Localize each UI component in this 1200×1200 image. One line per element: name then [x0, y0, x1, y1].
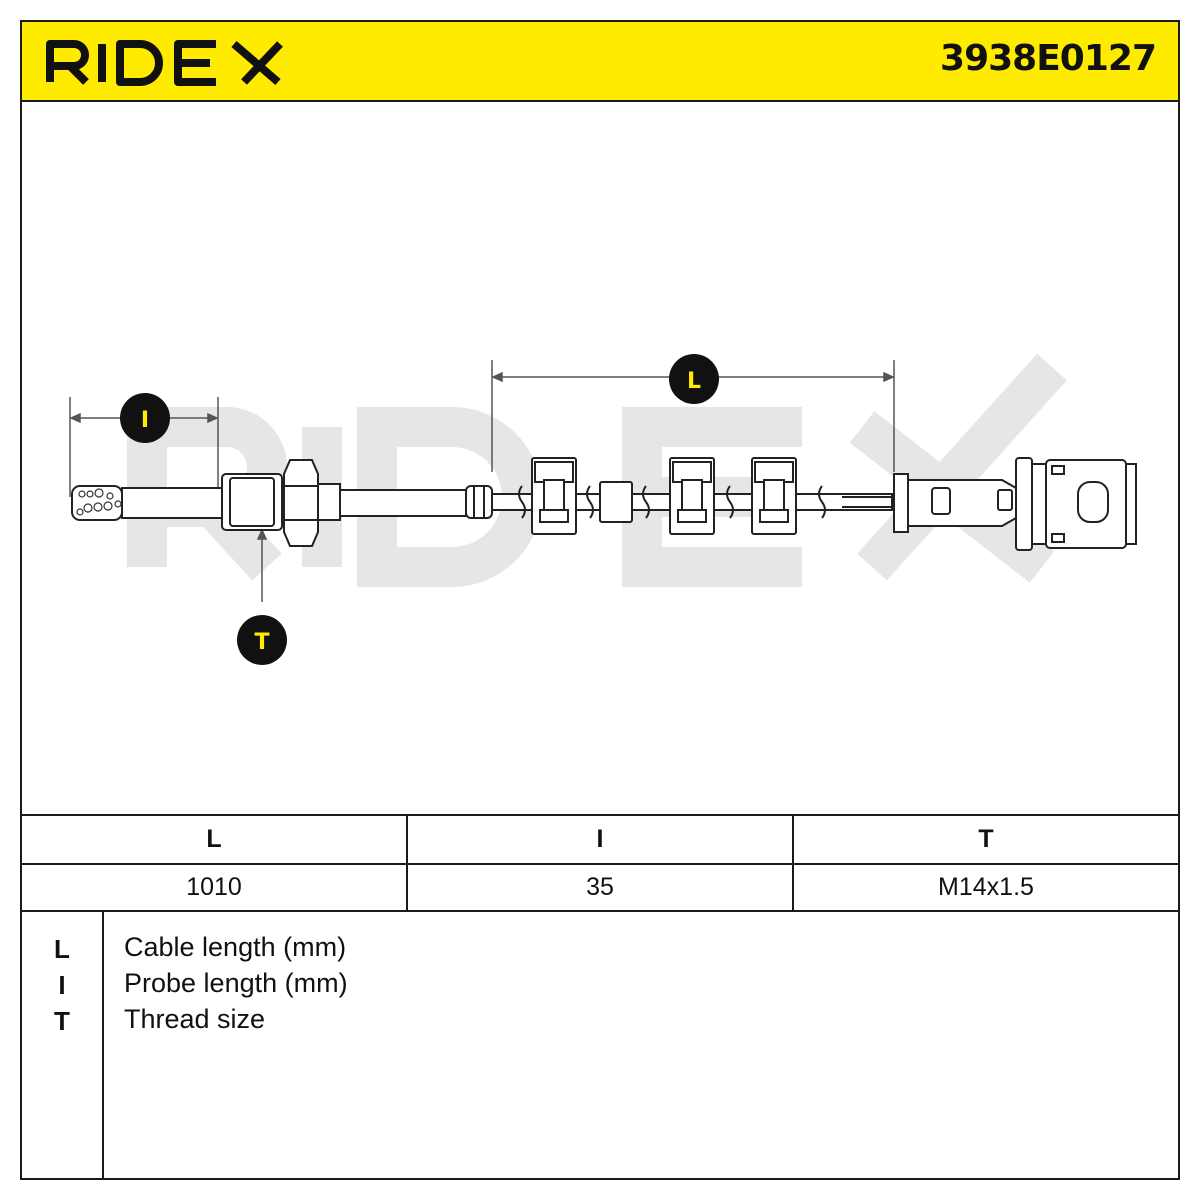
cable-sleeve [599, 481, 633, 523]
spec-header-I: I [408, 816, 794, 863]
marker-T [237, 615, 287, 665]
marker-L-label: L [687, 369, 701, 394]
legend-key-L: L [54, 934, 70, 964]
spec-table: L I T 1010 35 M14x1.5 [22, 814, 1178, 912]
ridex-watermark [127, 353, 1067, 587]
marker-I [120, 393, 170, 443]
dimension-T [256, 528, 268, 602]
cable-clip [751, 457, 797, 535]
legend: L I T Cable length (mm) Probe length (mm… [22, 912, 1178, 1178]
legend-text-L: Cable length (mm) [124, 932, 347, 962]
spec-table-values: 1010 35 M14x1.5 [22, 865, 1178, 910]
probe-shaft [121, 487, 223, 519]
sensor-drawing: I L T [69, 353, 1137, 665]
marker-I-label: I [141, 408, 149, 433]
header-bar: 3938E0127 [22, 22, 1178, 102]
thread-body [221, 473, 283, 531]
connector [893, 457, 1137, 551]
cable-clip [669, 457, 715, 535]
hex-nut [283, 459, 319, 547]
spec-value-L: 1010 [22, 865, 408, 910]
part-number: 3938E0127 [940, 38, 1157, 79]
spec-table-header: L I T [22, 816, 1178, 865]
ridex-logo [46, 40, 283, 86]
legend-key-I: I [58, 970, 66, 1000]
legend-keys-column: L I T [22, 912, 104, 1178]
sensor [71, 457, 1137, 551]
marker-L [669, 354, 719, 404]
sleeve [339, 489, 467, 517]
legend-text-I: Probe length (mm) [124, 968, 348, 998]
legend-key-T: T [54, 1006, 70, 1036]
spec-value-I: 35 [408, 865, 794, 910]
legend-text-T: Thread size [124, 1004, 266, 1034]
cable-clip [531, 457, 577, 535]
spec-header-L: L [22, 816, 408, 863]
spec-value-T: M14x1.5 [938, 873, 1034, 901]
spec-sheet-frame: 3938E0127 I L [20, 20, 1180, 1180]
marker-T-label: T [254, 630, 269, 655]
spec-header-T: T [978, 825, 994, 853]
